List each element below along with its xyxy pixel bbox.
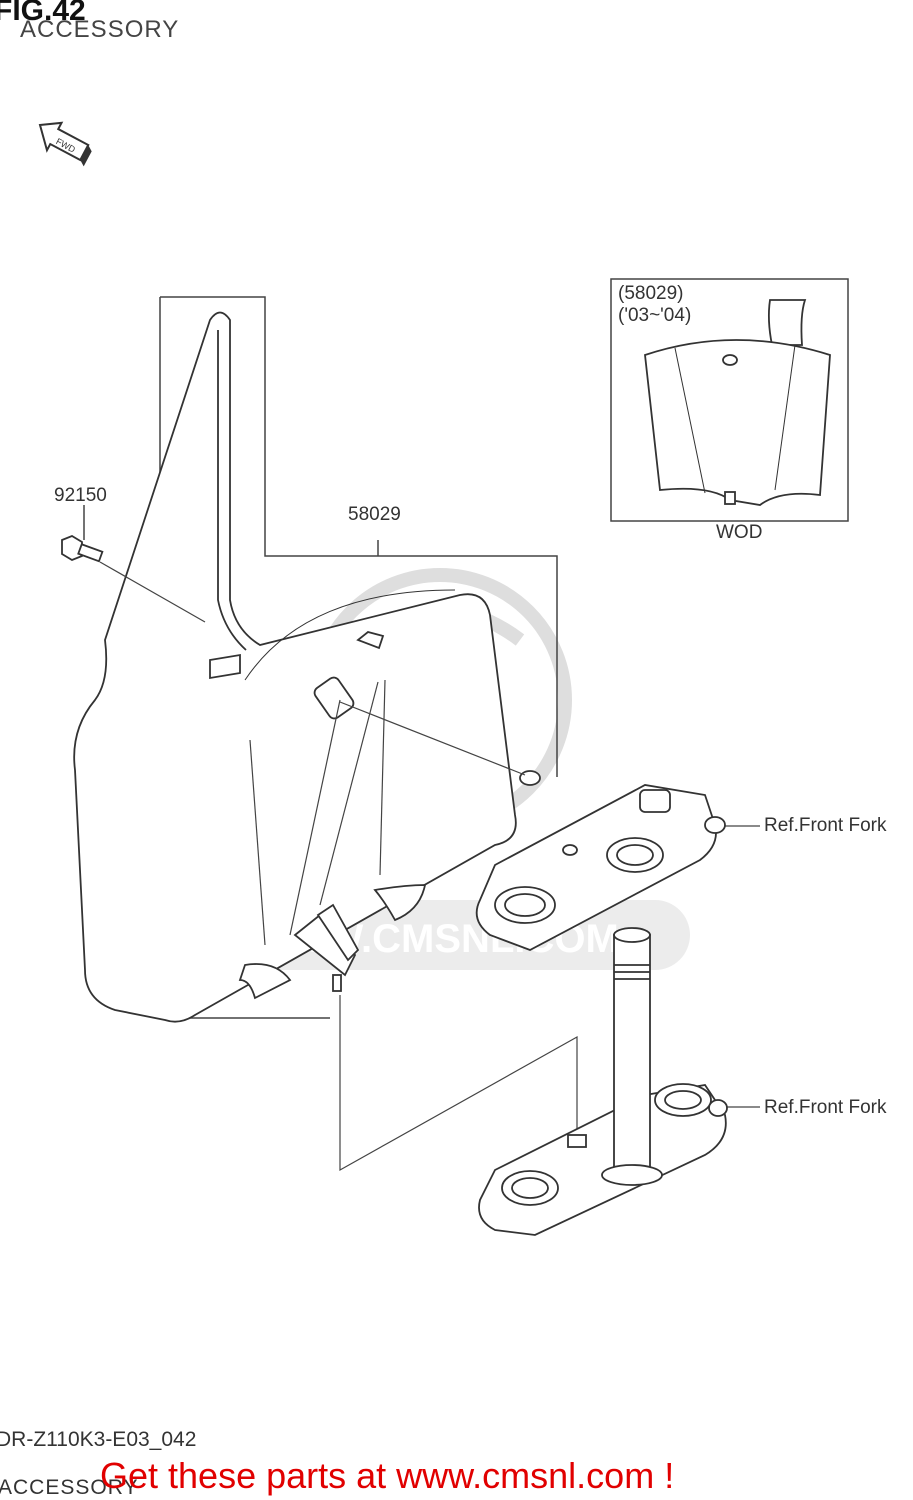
inset-box [610,278,849,522]
bolt [61,534,104,563]
ref-front-fork-lower[interactable]: Ref.Front Fork [764,1097,887,1118]
fig-title: ACCESSORY [20,16,180,43]
number-plate-part-label: 58029 [348,504,401,525]
inset-variant-label: WOD [716,522,763,543]
bolt-part-label: 92150 [54,485,107,506]
inset-part-label: (58029) ('03~'04) [618,283,691,327]
inset-plate [644,299,831,506]
steering-stem [478,927,728,1236]
diagram-code: DR-Z110K3-E03_042 [0,1428,197,1451]
inset-part-number: (58029) [618,283,684,304]
number-plate [73,311,541,1023]
fwd-arrow-icon: FWD [38,121,92,167]
inset-years: ('03~'04) [618,305,692,326]
diagram-subtitle: ACCESSORY [0,1476,139,1499]
fig-number: FIG.42 [0,0,86,27]
shop-link[interactable]: Get these parts at www.cmsnl.com ! [100,1455,675,1496]
ref-front-fork-upper[interactable]: Ref.Front Fork [764,815,887,836]
upper-triple-clamp [475,784,726,951]
leader-lines [99,561,760,1172]
